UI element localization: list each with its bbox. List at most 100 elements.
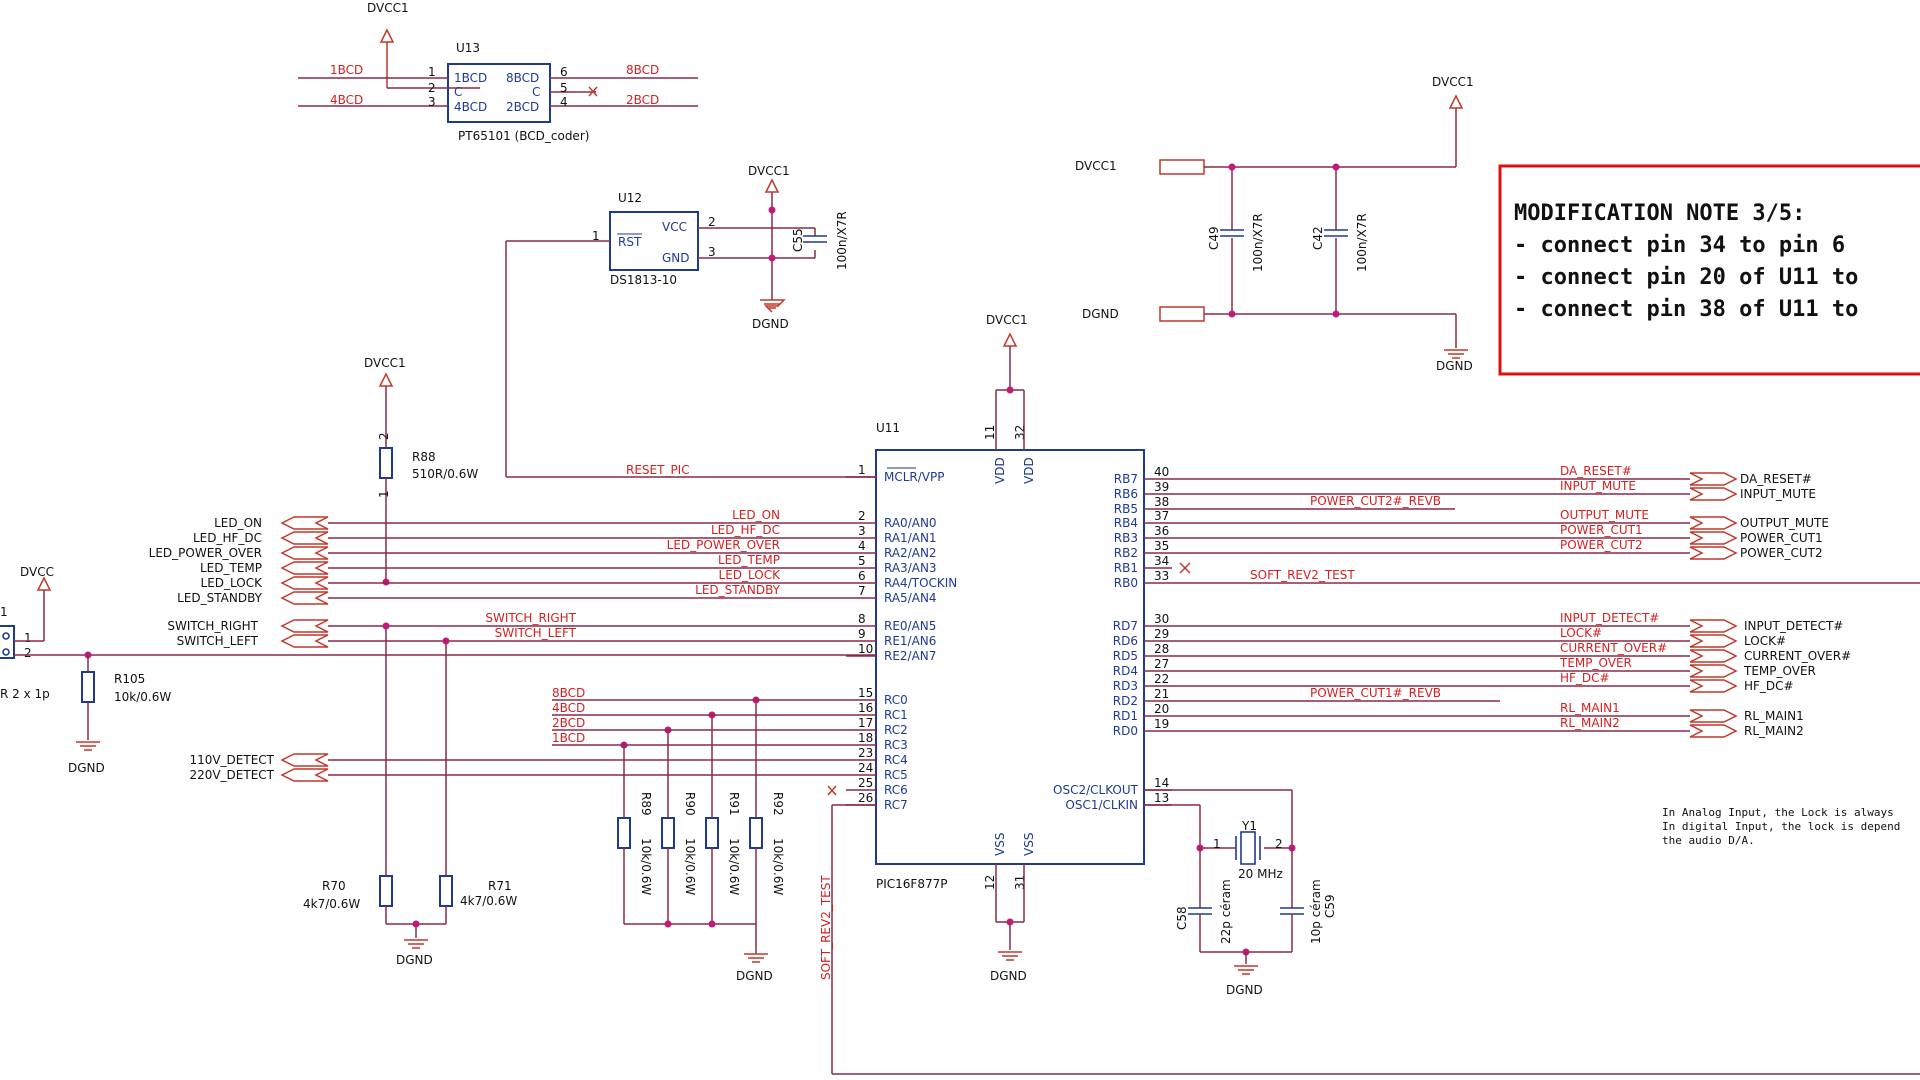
u11-pin-number: 16 [858,701,873,715]
u11-pin-number: 25 [858,776,873,790]
rd-port-flag[interactable] [1689,724,1738,738]
led-port-led-on[interactable] [280,516,329,530]
decoupling-vcc-top: DVCC1 [1432,75,1474,89]
switch-resistors[interactable]: DGND R70 4k7/0.6W R71 4k7/0.6W [303,622,517,968]
rd-port-flag[interactable] [1689,709,1738,723]
u11-pin-number: 39 [1154,480,1169,494]
u11-pin-number: 7 [858,584,866,598]
rc-pulldown-resistors[interactable]: DGND R89 R90 R91 R92 10k/0.6W 10k/0.6W 1… [617,696,785,984]
switch-port-label: SWITCH_RIGHT [167,619,258,633]
u13-num-4: 4 [560,95,568,109]
switch-port-switch-right[interactable] [280,619,329,633]
r88-num-2: 2 [377,432,391,440]
u12-reset-supervisor[interactable]: U12 RST VCC GND DS1813-10 1 2 3 DVCC1 DG… [505,164,876,478]
rd-port-label: INPUT_DETECT# [1744,619,1843,633]
rb-port-flag[interactable] [1689,487,1738,501]
u11-part: PIC16F877P [876,877,947,891]
rb-port-label: INPUT_MUTE [1740,487,1816,501]
rb-port-flag[interactable] [1689,472,1738,486]
r89-value: 10k/0.6W [639,838,653,895]
u12-gnd-label: DGND [752,317,789,331]
u11-vss-1: VSS [993,833,1007,856]
r105-ref: R105 [114,672,145,686]
rd-port-flag[interactable] [1689,664,1738,678]
rd-net-label: RL_MAIN1 [1560,701,1620,715]
led-net-label: LED_STANDBY [695,583,781,597]
led-port-label: LED_ON [214,516,262,530]
u11-pin-number: 3 [858,524,866,538]
u11-pin-number: 38 [1154,495,1169,509]
u11-pin-name: OSC2/CLKOUT [1053,783,1139,797]
u11-pin-name: RD0 [1113,724,1138,738]
rd-net-label: RL_MAIN2 [1560,716,1620,730]
u11-pin-name: RC7 [884,798,908,812]
rd-net-label: TEMP_OVER [1559,656,1632,670]
c58-ref: C58 [1175,906,1189,930]
switch-port-label: SWITCH_LEFT [177,634,259,648]
crystal-oscillator[interactable]: 1 2 Y1 20 MHz DGND C58 22p céram 10p cér… [1144,789,1337,997]
rd-port-flag[interactable] [1689,619,1738,633]
led-port-label: LED_LOCK [201,576,264,590]
u13-bcd-coder[interactable]: DVCC1 U13 1BCD C 4BCD 8BCD C 2BCD 1 2 3 … [298,1,698,143]
decoupling-gnd-label: DGND [1082,307,1119,321]
rd-net-label: LOCK# [1560,626,1602,640]
rd-port-label: TEMP_OVER [1743,664,1816,678]
u11-pin-number: 8 [858,612,866,626]
u11-pin-name: RD4 [1113,664,1138,678]
rb-port-label: DA_RESET# [1740,472,1812,486]
r90-ref: R90 [683,792,697,816]
u13-pin-c-left: C [454,85,462,99]
led-net-label: LED_TEMP [718,553,780,567]
rb-port-label: POWER_CUT1 [1740,531,1823,545]
u13-pin-1bcd: 1BCD [454,71,487,85]
led-port-led-hf-dc[interactable] [280,531,329,545]
led-port-led-lock[interactable] [280,576,329,590]
rd-port-flag[interactable] [1689,634,1738,648]
rd-port-flag[interactable] [1689,649,1738,663]
led-net-label: LED_POWER_OVER [667,538,780,552]
led-net-label: LED_ON [732,508,780,522]
u11-pin-number: 35 [1154,539,1169,553]
net-8bcd-u13: 8BCD [626,63,659,77]
u11-pin-name: RB7 [1114,472,1138,486]
connector-2x1[interactable]: 1 1 2 R 2 x 1p DVCC DGND R105 10k/0.6W [0,565,876,775]
r88-pullup[interactable]: DVCC1 R88 510R/0.6W 2 1 [364,356,478,586]
r105-value: 10k/0.6W [114,690,171,704]
rd-port-flag[interactable] [1689,679,1738,693]
connector-ref: 1 [0,605,8,619]
u11-pin-name: RD6 [1113,634,1138,648]
u11-pin-name: RB5 [1114,502,1138,516]
c55-ref: C55 [791,228,805,252]
rb-port-label: OUTPUT_MUTE [1740,516,1829,530]
led-port-label: LED_TEMP [200,561,262,575]
u11-pin-name: RC0 [884,693,908,707]
u11-pin-name: RE0/AN5 [884,619,936,633]
detect-port-110v-detect[interactable] [280,753,329,767]
rd-port-label: CURRENT_OVER# [1744,649,1851,663]
led-port-led-power-over[interactable] [280,546,329,560]
u11-pin-number: 40 [1154,465,1169,479]
led-net-label: LED_HF_DC [711,523,780,537]
u11-pin-name: RE1/AN6 [884,634,936,648]
r88-value: 510R/0.6W [412,467,478,481]
rb-port-flag[interactable] [1689,516,1738,530]
led-port-led-temp[interactable] [280,561,329,575]
r88-ref: R88 [412,450,436,464]
rb-port-flag[interactable] [1689,531,1738,545]
detect-port-220v-detect[interactable] [280,768,329,782]
u11-vdd-1: VDD [993,457,1007,484]
u13-num-5: 5 [560,81,568,95]
decoupling-gnd-bottom: DGND [1436,359,1473,373]
note-line-3: - connect pin 38 of U11 to [1514,297,1858,322]
c59-value: 10p céram [1309,879,1323,944]
u11-pin-name: RC2 [884,723,908,737]
led-port-led-standby[interactable] [280,591,329,605]
switch-port-switch-left[interactable] [280,634,329,648]
rb-port-flag[interactable] [1689,546,1738,560]
decoupling-capacitors[interactable]: DVCC1 DGND DVCC1 DGND C49 100n/X7R C42 1… [1075,75,1474,373]
decoupling-vcc-label: DVCC1 [1075,159,1117,173]
u11-microcontroller[interactable]: U11 PIC16F877P VDD VDD 11 32 DVCC1 VSS V… [846,313,1172,983]
u11-pin-number: 23 [858,746,873,760]
